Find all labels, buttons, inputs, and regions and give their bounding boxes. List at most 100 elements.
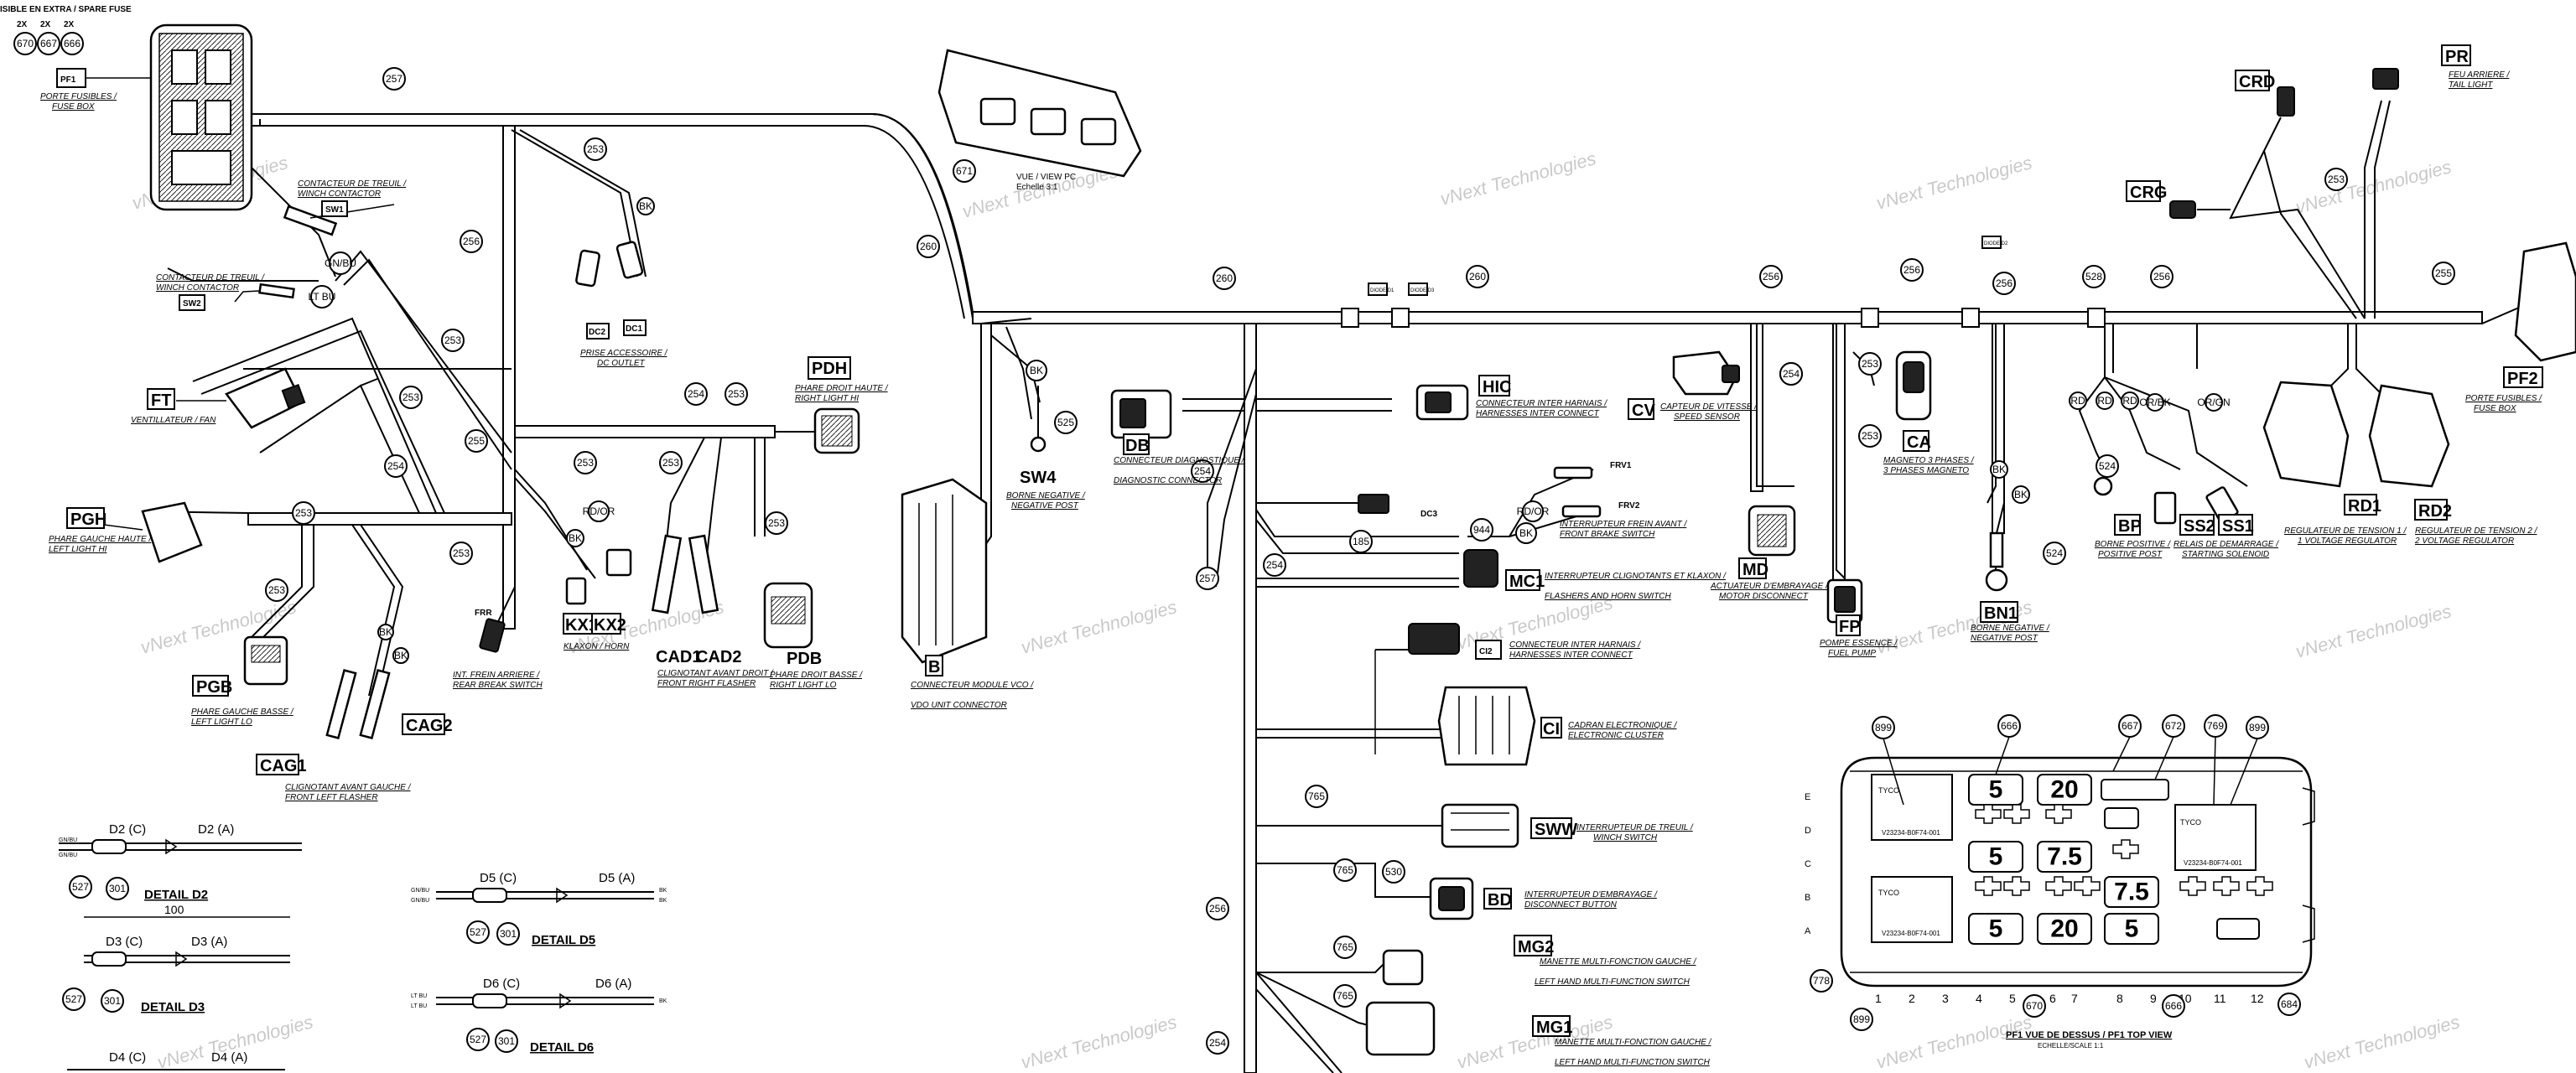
svg-text:9: 9	[2150, 992, 2157, 1005]
svg-text:260: 260	[920, 241, 937, 252]
svg-text:FRR: FRR	[475, 609, 492, 618]
svg-text:PORTE FUSIBLES /: PORTE FUSIBLES /	[40, 92, 117, 101]
svg-text:528: 528	[2085, 271, 2102, 283]
component-cad: CAD1 CAD2 CLIGNOTANT AVANT DROIT / FRONT…	[651, 534, 774, 688]
component-pgb: PGB PHARE GAUCHE BASSE / LEFT LIGHT LO	[191, 635, 294, 727]
svg-text:GN/BU: GN/BU	[59, 853, 77, 858]
svg-text:765: 765	[1308, 790, 1325, 802]
svg-text:3 PHASES MAGNETO: 3 PHASES MAGNETO	[1883, 466, 1969, 475]
svg-text:VENTILLATEUR / FAN: VENTILLATEUR / FAN	[131, 416, 216, 425]
svg-text:KX2: KX2	[594, 616, 626, 635]
svg-text:257: 257	[386, 73, 402, 85]
svg-text:LT BU: LT BU	[411, 993, 427, 999]
svg-text:5: 5	[1989, 843, 2003, 871]
svg-text:ELECTRONIC CLUSTER: ELECTRONIC CLUSTER	[1568, 731, 1664, 740]
component-sw4: SW4 BORNE NEGATIVE / NEGATIVE POST	[1006, 386, 1086, 511]
svg-text:666: 666	[64, 38, 80, 49]
svg-text:POSITIVE POST: POSITIVE POST	[2098, 550, 2163, 559]
svg-text:255: 255	[468, 435, 485, 447]
svg-text:PRISE ACCESSOIRE /: PRISE ACCESSOIRE /	[580, 349, 668, 358]
svg-text:254: 254	[387, 460, 404, 472]
detail-d4: D4 (C) D4 (A)	[67, 1050, 285, 1070]
svg-text:256: 256	[463, 236, 480, 247]
svg-text:527: 527	[65, 993, 82, 1005]
svg-text:253: 253	[295, 507, 312, 519]
svg-text:D2 (C): D2 (C)	[109, 822, 146, 837]
svg-text:BK: BK	[659, 888, 667, 894]
component-sw1: CONTACTEUR DE TREUIL / WINCH CONTACTOR S…	[283, 179, 407, 236]
svg-text:11: 11	[2214, 992, 2226, 1005]
svg-text:255: 255	[2435, 267, 2452, 279]
svg-text:CAG2: CAG2	[406, 717, 453, 735]
trunk-left-vertical	[502, 125, 516, 630]
svg-text:PGB: PGB	[196, 678, 232, 697]
trunk-center-vertical	[1244, 323, 1257, 1073]
svg-text:FT: FT	[151, 391, 171, 410]
trunk-top-edge	[252, 125, 965, 319]
svg-text:WINCH CONTACTOR: WINCH CONTACTOR	[298, 189, 381, 199]
svg-text:PHARE DROIT BASSE /: PHARE DROIT BASSE /	[770, 671, 863, 680]
svg-text:FRV1: FRV1	[1610, 461, 1632, 470]
svg-text:301: 301	[500, 928, 517, 940]
svg-text:301: 301	[109, 883, 126, 894]
svg-text:254: 254	[1194, 465, 1211, 477]
svg-text:SS2: SS2	[2184, 517, 2215, 536]
component-frv: FRV1 FRV2 INTERRUPTEUR FREIN AVANT / FRO…	[1553, 461, 1688, 539]
svg-text:POMPE ESSENCE /: POMPE ESSENCE /	[1820, 639, 1898, 648]
svg-text:BK: BK	[1519, 527, 1533, 539]
component-ft: FT VENTILLATEUR / FAN	[131, 367, 306, 429]
svg-text:GN/BU: GN/BU	[411, 898, 429, 904]
svg-text:253: 253	[662, 457, 679, 469]
component-sw2: CONTACTEUR DE TREUIL / WINCH CONTACTOR S…	[156, 273, 295, 311]
svg-text:REGULATEUR DE TENSION 1 /: REGULATEUR DE TENSION 1 /	[2284, 526, 2407, 536]
svg-text:A: A	[1805, 926, 1811, 936]
svg-text:253: 253	[587, 143, 604, 155]
svg-text:LEFT LIGHT HI: LEFT LIGHT HI	[49, 545, 107, 554]
svg-text:301: 301	[498, 1035, 515, 1047]
svg-text:RD: RD	[2070, 395, 2085, 407]
svg-text:765: 765	[1337, 990, 1353, 1002]
svg-text:LT BU: LT BU	[309, 291, 336, 303]
svg-text:253: 253	[444, 334, 461, 346]
svg-text:SW2: SW2	[183, 299, 201, 308]
svg-text:DETAIL D3: DETAIL D3	[141, 1000, 205, 1014]
component-fp: FP POMPE ESSENCE / FUEL PUMP	[1820, 578, 1898, 658]
svg-text:KLAXON / HORN: KLAXON / HORN	[564, 642, 630, 651]
svg-text:GN/BU: GN/BU	[411, 888, 429, 894]
svg-text:LEFT HAND MULTI-FUNCTION SWITC: LEFT HAND MULTI-FUNCTION SWITCH	[1555, 1058, 1711, 1067]
svg-text:HIC: HIC	[1483, 378, 1511, 397]
svg-text:B: B	[1805, 893, 1810, 903]
component-sww: SWW INTERRUPTEUR DE TREUIL / WINCH SWITC…	[1441, 803, 1694, 848]
svg-text:778: 778	[1813, 975, 1830, 987]
svg-text:MG2: MG2	[1518, 938, 1554, 956]
detail-d6: D6 (C) D6 (A) LT BU LT BU BK 527 301 DET…	[411, 977, 667, 1055]
svg-text:667: 667	[40, 38, 57, 49]
svg-text:INT. FREIN ARRIERE /: INT. FREIN ARRIERE /	[453, 671, 540, 680]
svg-text:530: 530	[1385, 866, 1402, 878]
svg-text:FUSE BOX: FUSE BOX	[2474, 404, 2516, 413]
svg-text:253: 253	[728, 388, 745, 400]
svg-text:D2 (A): D2 (A)	[198, 822, 234, 837]
svg-text:944: 944	[1473, 524, 1490, 536]
svg-text:7.5: 7.5	[2114, 879, 2149, 906]
component-pgh: PGH PHARE GAUCHE HAUTE / LEFT LIGHT HI	[49, 501, 203, 563]
svg-text:BK: BK	[1030, 365, 1043, 376]
svg-text:BK: BK	[1992, 464, 2006, 475]
svg-text:DETAIL D5: DETAIL D5	[532, 933, 595, 947]
spare-fuse-note: ISIBLE EN EXTRA / SPARE FUSE	[0, 5, 132, 14]
svg-text:254: 254	[1783, 368, 1800, 380]
svg-text:CADRAN ELECTRONIQUE /: CADRAN ELECTRONIQUE /	[1568, 721, 1678, 730]
svg-text:PGH: PGH	[70, 511, 106, 529]
svg-text:BN1: BN1	[1984, 604, 2018, 623]
svg-text:DC3: DC3	[1420, 510, 1437, 519]
component-mc1: MC1 INTERRUPTEUR CLIGNOTANTS ET KLAXON /…	[1463, 549, 1727, 601]
svg-text:PORTE FUSIBLES /: PORTE FUSIBLES /	[2465, 394, 2542, 403]
component-b: B CONNECTEUR MODULE VCO / VDO UNIT CONNE…	[901, 478, 1034, 710]
svg-text:CAD1: CAD1	[656, 648, 701, 666]
svg-text:V23234-B0F74-001: V23234-B0F74-001	[1882, 829, 1940, 837]
svg-text:5: 5	[2125, 915, 2139, 943]
svg-text:WINCH CONTACTOR: WINCH CONTACTOR	[156, 283, 239, 293]
watermark: vNext Technologies	[1874, 152, 2034, 214]
svg-text:BK: BK	[2014, 489, 2028, 500]
svg-text:VUE / VIEW PC: VUE / VIEW PC	[1016, 173, 1076, 182]
